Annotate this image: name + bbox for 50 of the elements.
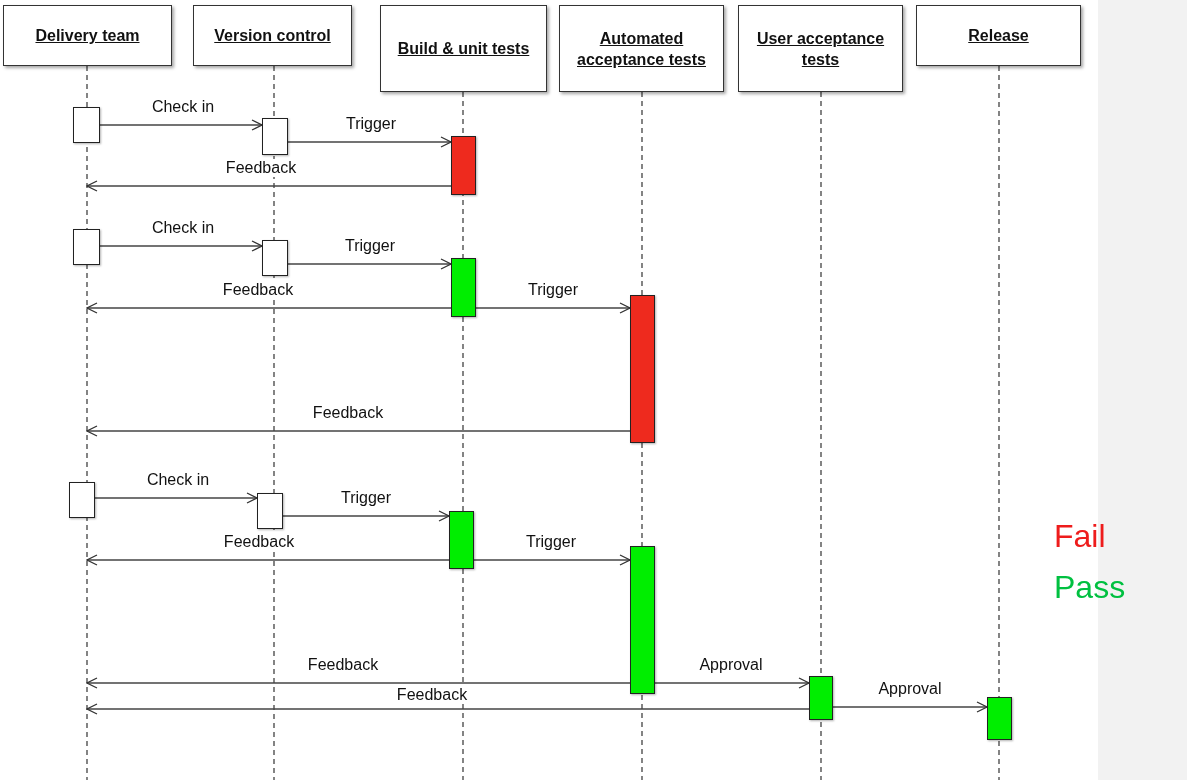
activation-bar — [262, 240, 288, 276]
participant-label: Version control — [213, 26, 332, 46]
participant-box — [738, 5, 903, 92]
activation-bar — [449, 511, 474, 569]
participant-box — [380, 5, 547, 92]
arrow — [99, 240, 263, 252]
arrow — [94, 492, 258, 504]
edge-label: Trigger — [342, 237, 398, 255]
activation-bar — [451, 258, 476, 317]
participant-box — [916, 5, 1081, 66]
arrow — [99, 119, 263, 131]
participant-label: Release — [967, 26, 1030, 46]
arrow — [86, 677, 631, 689]
arrow — [473, 554, 631, 566]
legend-label: Fail — [1054, 518, 1106, 555]
arrow — [287, 258, 452, 270]
arrow — [475, 302, 631, 314]
arrow — [86, 302, 452, 314]
participant-label: Automated acceptance tests — [576, 28, 707, 70]
arrow — [282, 510, 450, 522]
activation-bar — [630, 295, 655, 443]
edge-label: Approval — [876, 680, 944, 698]
edge-label: Trigger — [525, 281, 581, 299]
participant-label: Delivery team — [34, 26, 141, 46]
activation-bar — [630, 546, 655, 694]
activation-bar — [262, 118, 288, 155]
participant-label: Build & unit tests — [396, 39, 531, 59]
activation-bar — [809, 676, 833, 720]
arrow — [287, 136, 452, 148]
participant-box — [193, 5, 352, 66]
activation-bar — [73, 229, 100, 265]
legend-label: Pass — [1054, 569, 1126, 606]
edge-label: Trigger — [523, 533, 579, 551]
participant-box — [3, 5, 172, 66]
arrow — [654, 677, 810, 689]
activation-bar — [69, 482, 95, 518]
activation-bar — [257, 493, 283, 529]
arrow — [832, 701, 988, 713]
arrow — [86, 180, 452, 192]
arrow — [86, 554, 450, 566]
participant-box — [559, 5, 724, 92]
activation-bar — [73, 107, 100, 143]
activation-bar — [987, 697, 1012, 740]
activation-bar — [451, 136, 476, 195]
arrow — [86, 425, 631, 437]
arrow — [86, 703, 810, 715]
edge-label: Approval — [697, 656, 765, 674]
edge-label: Trigger — [338, 489, 394, 507]
edge-label: Trigger — [343, 115, 399, 133]
participant-label: User acceptance tests — [755, 28, 886, 70]
